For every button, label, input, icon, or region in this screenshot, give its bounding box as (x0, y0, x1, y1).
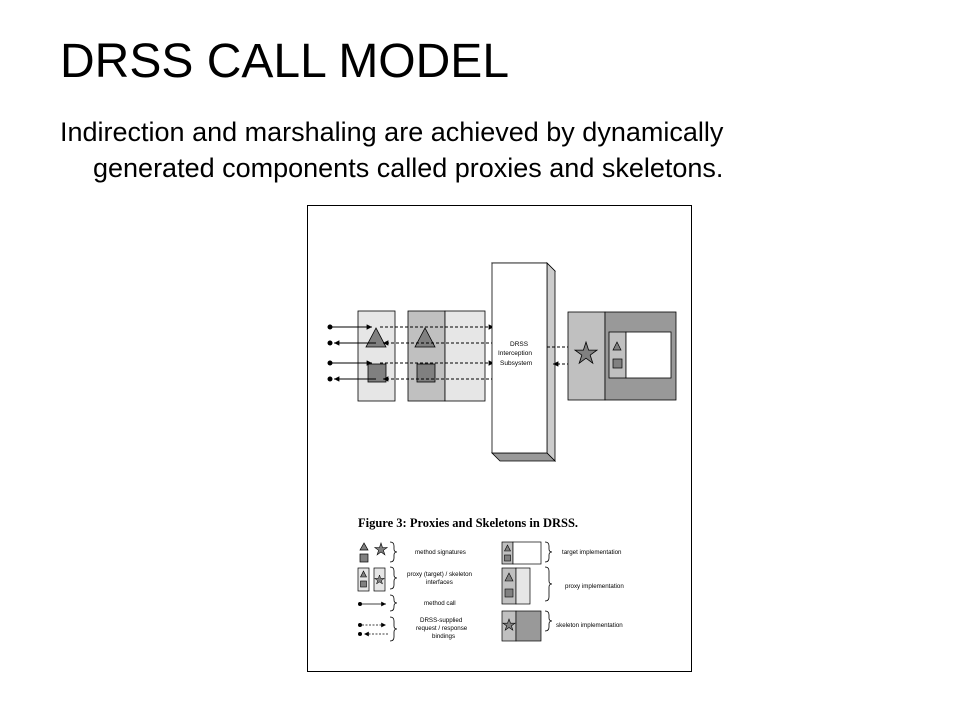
legend-proxy-interface-icon (357, 567, 370, 592)
call-dot-2 (327, 340, 333, 346)
legend-interfaces-line-2: interfaces (426, 579, 453, 586)
legend-brace-5 (544, 541, 553, 563)
legend-method-signatures: method signatures (415, 549, 466, 556)
subsystem-box-side (546, 262, 556, 462)
legend-interfaces-line-1: proxy (target) / skeleton (407, 571, 473, 578)
legend-brace-1 (389, 541, 398, 563)
subtitle-line-1: Indirection and marshaling are achieved … (60, 117, 724, 147)
call-dot-4 (327, 376, 333, 382)
triangle-shape-1 (365, 327, 387, 348)
legend-proxy-interface-square (360, 580, 367, 588)
triangle-shape-2 (414, 327, 436, 348)
legend-proxy-interface-triangle (360, 570, 367, 578)
legend-skeleton-impl-star (502, 618, 516, 631)
legend-binding-dot-2 (358, 632, 362, 636)
legend-brace-3 (389, 594, 398, 612)
proxy-interface-panel (357, 310, 396, 402)
skeleton-star (573, 340, 599, 365)
target-triangle (612, 341, 622, 351)
legend-binding-dot-1 (358, 623, 362, 627)
subsystem-label-3: Subsystem (500, 360, 532, 367)
figure-diagram: DRSS Interception Subsystem Figure 3: Pr… (327, 262, 677, 642)
proxy-impl-panel-light (444, 310, 486, 402)
legend-proxy-impl: proxy implementation (565, 583, 624, 590)
legend-target-impl-square (504, 554, 511, 562)
target-square (612, 358, 623, 369)
legend-skeleton-interface-star (373, 574, 386, 585)
subsystem-box (491, 262, 548, 454)
call-dot-1 (327, 324, 333, 330)
legend-bindings-line-3: bindings (432, 633, 455, 640)
legend-proxy-impl-panel-light (515, 567, 531, 605)
figure-caption: Figure 3: Proxies and Skeletons in DRSS. (358, 516, 578, 530)
legend-method-call: method call (424, 600, 456, 607)
legend-brace-2 (389, 566, 398, 590)
target-object (625, 331, 672, 379)
legend-proxy-impl-square (504, 588, 514, 598)
subsystem-label-1: DRSS (510, 341, 529, 348)
legend-proxy-impl-triangle (504, 572, 514, 582)
proxy-impl-panel (407, 310, 446, 402)
subsystem-box-bottom (491, 452, 556, 462)
slide-subtitle: Indirection and marshaling are achieved … (60, 114, 900, 186)
subsystem-label-2: Interception (498, 350, 532, 357)
square-shape-1 (367, 363, 387, 383)
legend-target-impl-box (512, 541, 542, 565)
square-shape-2 (416, 363, 436, 383)
legend-skeleton-impl-target (515, 610, 542, 642)
legend-square-icon (359, 553, 369, 563)
legend-star-icon (373, 542, 389, 556)
legend-brace-6 (544, 566, 553, 602)
legend-target-impl-triangle (504, 544, 511, 552)
call-dot-3 (327, 360, 333, 366)
legend-bindings-line-2: request / response (416, 625, 468, 632)
subtitle-line-2: generated components called proxies and … (93, 153, 724, 183)
proxies-skeletons-figure: DRSS Interception Subsystem Figure 3: Pr… (307, 205, 692, 672)
target-interface-strip (608, 331, 627, 379)
legend-target-impl: target implementation (562, 549, 622, 556)
legend-brace-7 (544, 610, 553, 632)
legend-skeleton-impl: skeleton implementation (556, 622, 623, 629)
slide-title: DRSS CALL MODEL (60, 35, 510, 88)
legend-bindings-line-1: DRSS-supplied (420, 617, 463, 624)
legend-brace-4 (389, 616, 398, 642)
legend-triangle-icon (359, 542, 369, 551)
legend-method-call-dot (358, 602, 362, 606)
